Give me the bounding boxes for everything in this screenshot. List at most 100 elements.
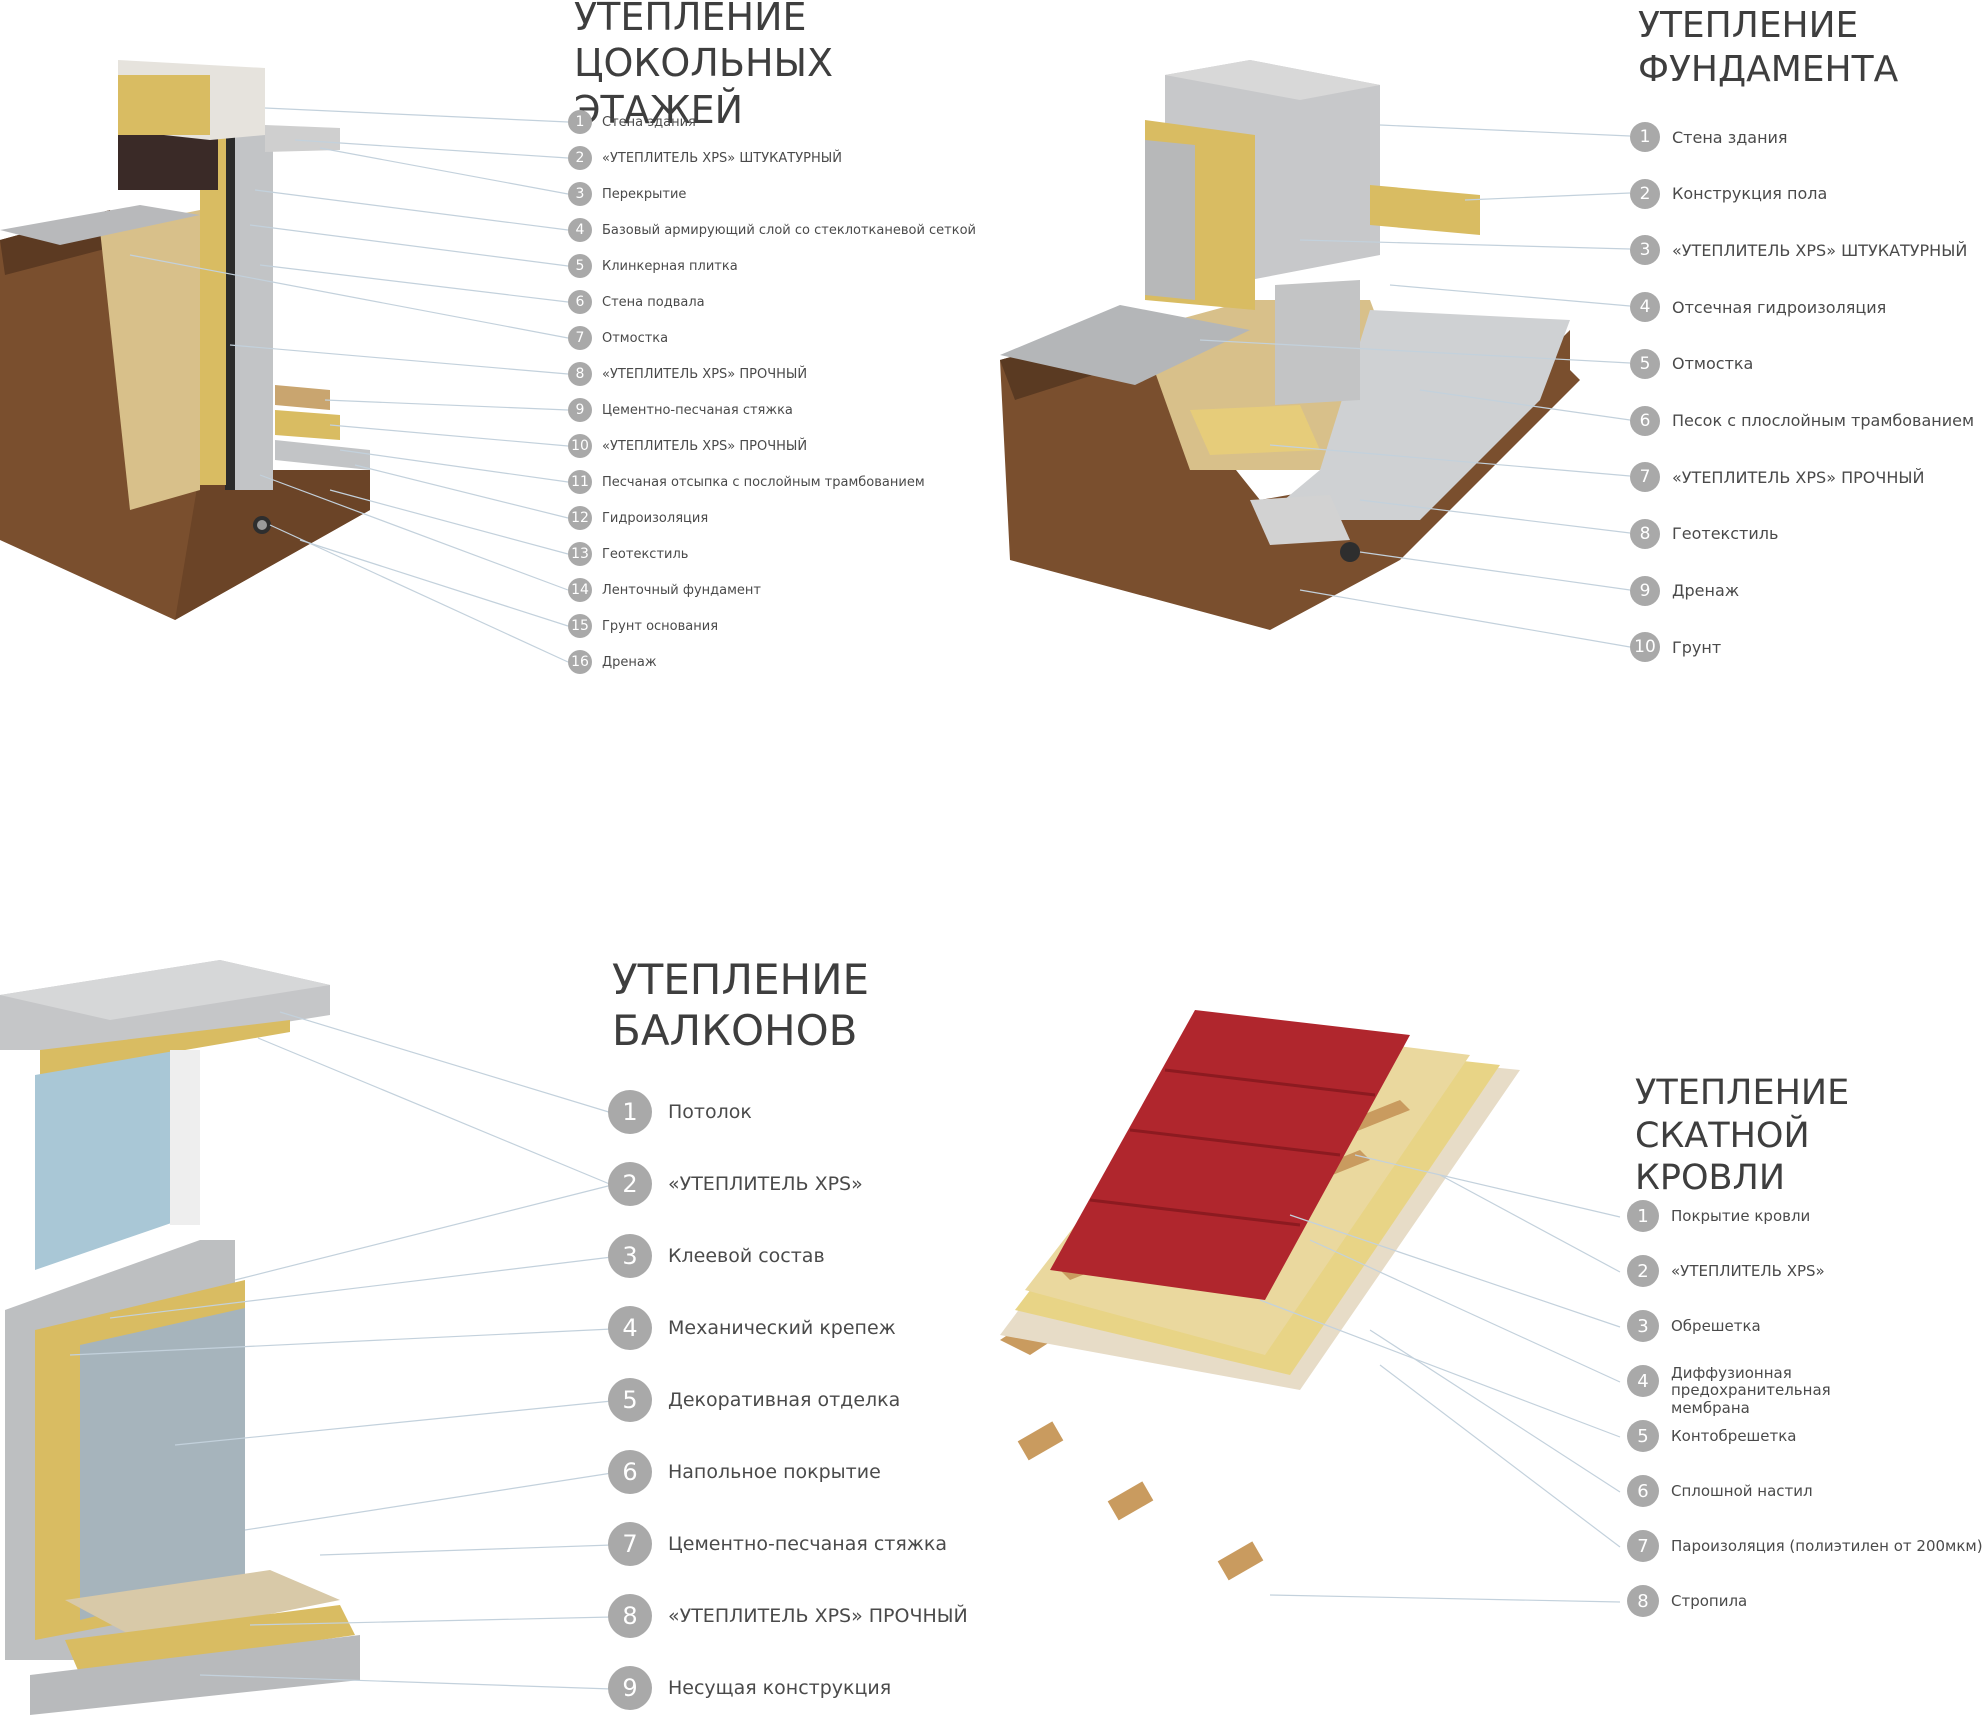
legend-number-badge: 8 bbox=[608, 1594, 652, 1638]
legend-label: Диффузионная предохранительная мембрана bbox=[1671, 1364, 1831, 1417]
legend-number-badge: 1 bbox=[608, 1090, 652, 1134]
legend-item: 3«УТЕПЛИТЕЛЬ XPS» ШТУКАТУРНЫЙ bbox=[1630, 235, 1968, 266]
legend-item: 3 Клеевой состав bbox=[608, 1234, 825, 1278]
legend-label: Стена здания bbox=[1672, 127, 1788, 147]
legend-label: Стена подвала bbox=[602, 294, 705, 310]
legend-number-badge: 2 bbox=[568, 146, 592, 170]
legend-label: «УТЕПЛИТЕЛЬ XPS» ПРОЧНЫЙ bbox=[668, 1605, 968, 1627]
legend-number-badge: 12 bbox=[568, 506, 592, 530]
legend-number-badge: 1 bbox=[1630, 122, 1660, 152]
legend-label: Геотекстиль bbox=[602, 546, 689, 562]
legend-number-badge: 14 bbox=[568, 578, 592, 602]
roof-illustration bbox=[1000, 1010, 1520, 1581]
legend-item: 2«УТЕПЛИТЕЛЬ XPS» bbox=[1627, 1255, 1825, 1287]
legend-item: 1 Потолок bbox=[608, 1090, 752, 1134]
legend-number-badge: 5 bbox=[1630, 348, 1660, 379]
legend-item: 5 Клинкерная плитка bbox=[568, 254, 738, 278]
panel-foundation: УТЕПЛЕНИЕ ФУНДАМЕНТА 1 Стена здания 2 Конст… bbox=[980, 0, 1974, 700]
legend-label: Гидроизоляция bbox=[602, 510, 709, 526]
legend-label: «УТЕПЛИТЕЛЬ XPS» ПРОЧНЫЙ bbox=[1672, 467, 1925, 487]
legend-number-badge: 4 bbox=[1627, 1365, 1659, 1397]
legend-label: Сплошной настил bbox=[1671, 1482, 1813, 1500]
legend-item: 11 Песчаная отсыпка с послойным трамбован… bbox=[568, 470, 925, 494]
legend-number-badge: 9 bbox=[568, 398, 592, 422]
legend-item: 2«УТЕПЛИТЕЛЬ XPS» ШТУКАТУРНЫЙ bbox=[568, 146, 842, 170]
legend-item: 9 Несущая конструкция bbox=[608, 1666, 891, 1710]
legend-label: Отмостка bbox=[1672, 354, 1754, 374]
legend-number-badge: 10 bbox=[568, 434, 592, 458]
basement-title: УТЕПЛЕНИЕ ЦОКОЛЬНЫХ ЭТАЖЕЙ bbox=[574, 0, 834, 132]
legend-number-badge: 3 bbox=[1627, 1310, 1659, 1342]
legend-number-badge: 8 bbox=[1627, 1585, 1659, 1617]
legend-number-badge: 8 bbox=[568, 362, 592, 386]
legend-label: Несущая конструкция bbox=[668, 1677, 892, 1699]
legend-number-badge: 3 bbox=[608, 1234, 652, 1278]
legend-label: Клинкерная плитка bbox=[602, 258, 738, 274]
legend-item: 6 Напольное покрытие bbox=[608, 1450, 881, 1494]
legend-label: Песчаная отсыпка с послойным трамбование… bbox=[602, 474, 925, 490]
balcony-illustration bbox=[0, 960, 360, 1715]
legend-item: 13 Геотекстиль bbox=[568, 542, 688, 566]
legend-number-badge: 6 bbox=[1627, 1475, 1659, 1507]
legend-label: Напольное покрытие bbox=[668, 1461, 881, 1483]
legend-label: «УТЕПЛИТЕЛЬ XPS» bbox=[668, 1173, 863, 1195]
legend-label: Обрешетка bbox=[1671, 1317, 1761, 1335]
legend-number-badge: 5 bbox=[568, 254, 592, 278]
legend-label: Цементно-песчаная стяжка bbox=[602, 402, 793, 418]
legend-number-badge: 15 bbox=[568, 614, 592, 638]
legend-item: 3 Обрешетка bbox=[1627, 1310, 1761, 1342]
legend-label: Грунт основания bbox=[602, 618, 719, 634]
legend-number-badge: 11 bbox=[568, 470, 592, 494]
legend-label: «УТЕПЛИТЕЛЬ XPS» ПРОЧНЫЙ bbox=[602, 438, 808, 454]
legend-item: 2 Конструкция пола bbox=[1630, 178, 1828, 209]
legend-number-badge: 6 bbox=[608, 1450, 652, 1494]
legend-number-badge: 4 bbox=[568, 218, 592, 242]
legend-label: Цементно-песчаная стяжка bbox=[668, 1533, 947, 1555]
legend-label: Отсечная гидроизоляция bbox=[1672, 297, 1887, 317]
legend-label: Отмостка bbox=[602, 330, 669, 346]
legend-label: «УТЕПЛИТЕЛЬ XPS» ШТУКАТУРНЫЙ bbox=[1672, 240, 1968, 260]
legend-number-badge: 9 bbox=[608, 1666, 652, 1710]
legend-label: «УТЕПЛИТЕЛЬ XPS» bbox=[1671, 1262, 1825, 1280]
legend-label: Геотекстиль bbox=[1672, 524, 1779, 544]
panel-basement: УТЕПЛЕНИЕ ЦОКОЛЬНЫХ ЭТАЖЕЙ 1 Стена здания… bbox=[0, 0, 980, 700]
legend-label: Дренаж bbox=[1672, 581, 1740, 601]
legend-label: Конструкция пола bbox=[1672, 184, 1828, 204]
legend-item: 15 Грунт основания bbox=[568, 614, 718, 638]
legend-item: 5 Отмостка bbox=[1630, 348, 1754, 379]
legend-number-badge: 2 bbox=[608, 1162, 652, 1206]
legend-number-badge: 7 bbox=[1630, 462, 1660, 493]
legend-item: 7 «УТЕПЛИТЕЛЬ XPS» ПРОЧНЫЙ bbox=[1630, 462, 1925, 493]
legend-number-badge: 5 bbox=[1627, 1420, 1659, 1452]
legend-label: Контобрешетка bbox=[1671, 1427, 1797, 1445]
legend-number-badge: 16 bbox=[568, 650, 592, 674]
legend-number-badge: 1 bbox=[568, 110, 592, 134]
legend-label: Дренаж bbox=[602, 654, 657, 670]
legend-label: Стена здания bbox=[602, 114, 696, 130]
legend-label: Механический крепеж bbox=[668, 1317, 896, 1339]
legend-number-badge: 2 bbox=[1630, 178, 1660, 209]
foundation-title: УТЕПЛЕНИЕ ФУНДАМЕНТА bbox=[1638, 5, 1899, 90]
legend-item: 9 Цементно-песчаная стяжка bbox=[568, 398, 793, 422]
legend-label: Клеевой состав bbox=[668, 1245, 825, 1267]
legend-number-badge: 13 bbox=[568, 542, 592, 566]
legend-number-badge: 1 bbox=[1627, 1200, 1659, 1232]
legend-number-badge: 3 bbox=[568, 182, 592, 206]
legend-label: Декоративная отделка bbox=[668, 1389, 901, 1411]
legend-label: Потолок bbox=[668, 1101, 752, 1123]
basement-illustration bbox=[0, 60, 370, 620]
